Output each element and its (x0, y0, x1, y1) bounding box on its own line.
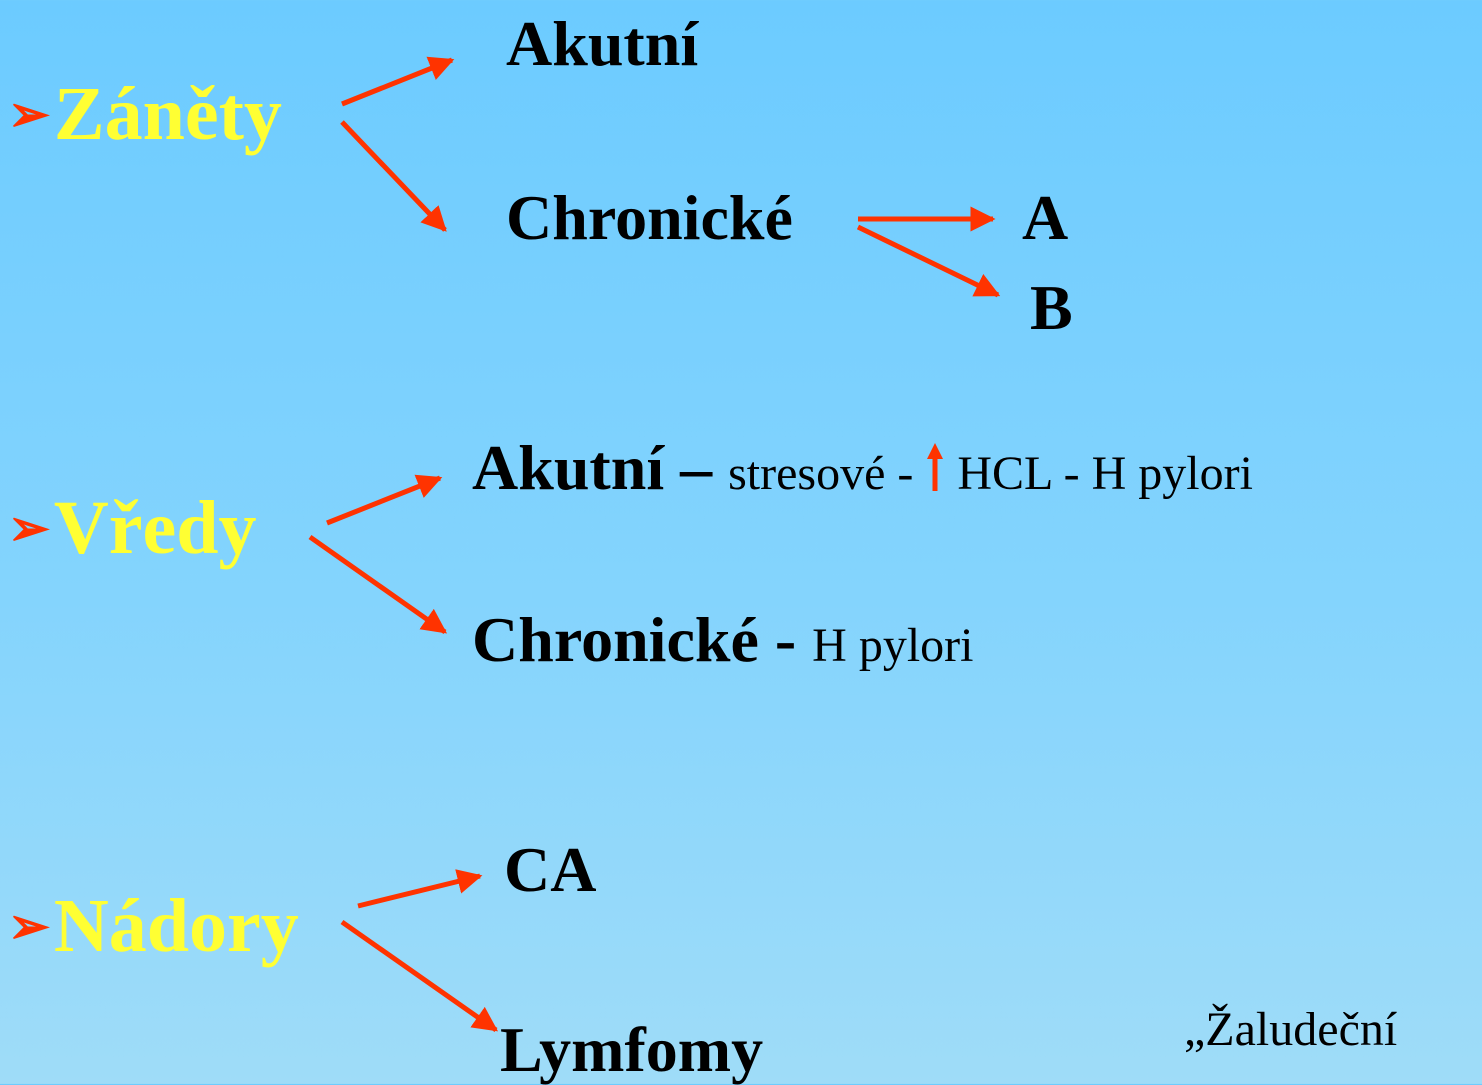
arrow-vredy-akutni (326, 474, 443, 526)
bullet-arrowhead-icon: ➢ (8, 86, 50, 142)
arrow-zanety-akutni (341, 56, 455, 107)
label-nadory-ca: CA (504, 834, 597, 905)
arrow-vredy-chronicke (308, 534, 448, 635)
label-vredy-chronicke: Chronické - H pylori (472, 604, 974, 675)
arrow-nadory-lymfomy (340, 919, 499, 1033)
label-chronicke-a: A (1022, 182, 1069, 253)
label-zanety-chronicke: Chronické (506, 182, 793, 253)
arrow-nadory-ca (357, 869, 483, 909)
bullet-arrowhead-icon: ➢ (8, 898, 50, 954)
up-arrow-icon (927, 443, 944, 491)
label-chronicke-b: B (1030, 272, 1073, 343)
heading-zanety: ➢Záněty (8, 72, 282, 156)
heading-vredy: ➢Vředy (8, 486, 257, 570)
label-vredy-akutni: Akutní – stresové - HCL - H pylori (472, 432, 1253, 503)
label-nadory-lymfomy: Lymfomy (500, 1014, 764, 1085)
arrow-chronicke-b (856, 224, 1001, 298)
footer-caption: „Žaludeční (1184, 1003, 1398, 1056)
bullet-arrowhead-icon: ➢ (8, 500, 50, 556)
heading-nadory: ➢Nádory (8, 884, 299, 968)
label-zanety-akutni: Akutní (506, 8, 699, 79)
arrow-zanety-chronicke (340, 120, 447, 232)
